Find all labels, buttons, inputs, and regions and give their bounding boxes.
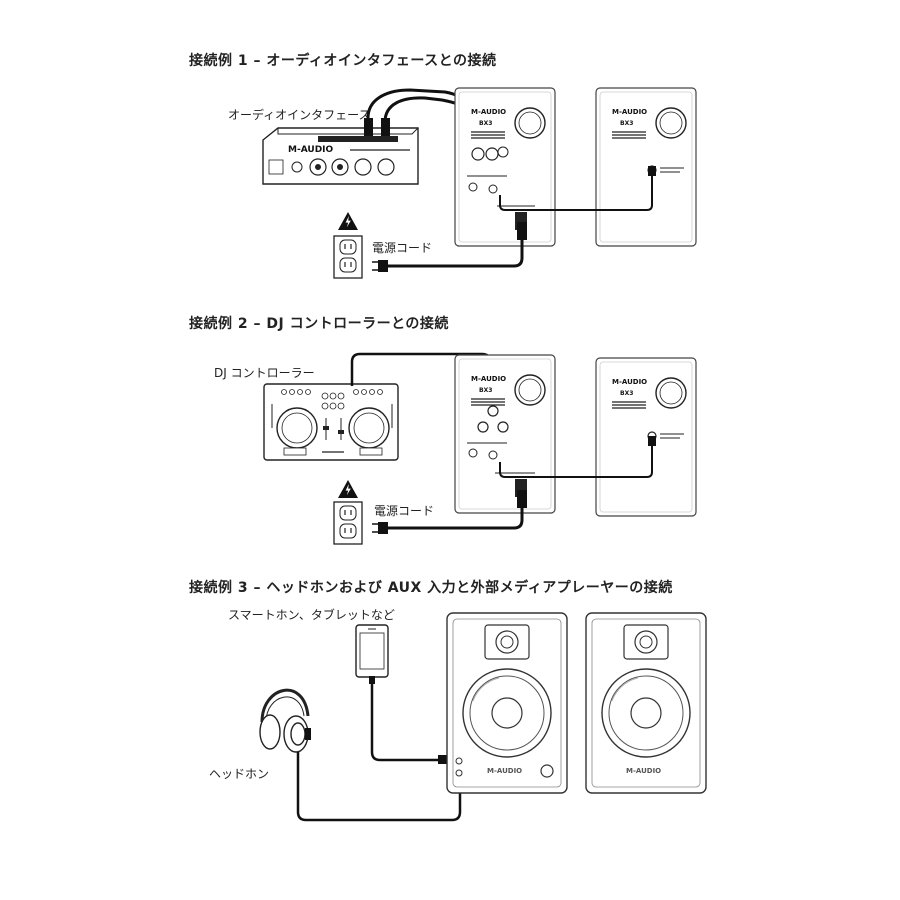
audio-interface-label: オーディオインタフェース: [228, 108, 371, 122]
active-monitor-2: M-AUDIO BX3: [454, 354, 556, 514]
dj-controller: [263, 383, 399, 461]
monitor-brand-2b: M-AUDIO: [612, 378, 647, 386]
headphone-label: ヘッドホン: [209, 767, 270, 781]
passive-monitor-1: M-AUDIO BX3: [595, 87, 697, 247]
active-monitor-1: M-AUDIO BX3: [454, 87, 556, 247]
section-2-heading: 接続例 2 – DJ コントローラーとの接続: [189, 316, 449, 332]
monitor-model-2b: BX3: [620, 390, 633, 397]
warning-lightning-icon-2: [338, 480, 358, 498]
power-outlet-icon-2: [333, 501, 363, 545]
headphones-icon: [259, 688, 311, 753]
section-3-heading: 接続例 3 – ヘッドホンおよび AUX 入力と外部メディアプレーヤーの接続: [189, 580, 673, 596]
power-cord-2: [385, 502, 524, 530]
aux-cable: [370, 684, 446, 762]
speaker-brand-left: M-AUDIO: [487, 767, 522, 775]
power-cord-label-2: 電源コード: [374, 504, 435, 518]
section-1-heading: 接続例 1 – オーディオインタフェースとの接続: [189, 53, 497, 69]
speaker-link-cable-2: [499, 442, 653, 478]
warning-lightning-icon-1: [338, 212, 358, 230]
dj-controller-label: DJ コントローラー: [214, 366, 315, 380]
monitor-brand-1b: M-AUDIO: [612, 108, 647, 116]
headphone-cable: [296, 752, 462, 822]
power-outlet-icon-1: [333, 235, 363, 279]
audio-interface: M-AUDIO: [262, 127, 419, 185]
monitor-brand-1a: M-AUDIO: [471, 108, 506, 116]
speaker-left: M-AUDIO: [446, 612, 568, 794]
speaker-brand-right: M-AUDIO: [626, 767, 661, 775]
speaker-link-cable-1: [499, 170, 653, 211]
audio-interface-brand: M-AUDIO: [288, 145, 334, 155]
monitor-model-1a: BX3: [479, 120, 492, 127]
monitor-model-2a: BX3: [479, 387, 492, 394]
smartphone-icon: [355, 624, 389, 684]
power-cord-label-1: 電源コード: [372, 241, 433, 255]
monitor-model-1b: BX3: [620, 120, 633, 127]
phone-tablet-label: スマートホン、タブレットなど: [228, 608, 395, 622]
monitor-brand-2a: M-AUDIO: [471, 375, 506, 383]
power-cord-1: [385, 236, 524, 268]
speaker-right: M-AUDIO: [585, 612, 707, 794]
passive-monitor-2: M-AUDIO BX3: [595, 357, 697, 517]
